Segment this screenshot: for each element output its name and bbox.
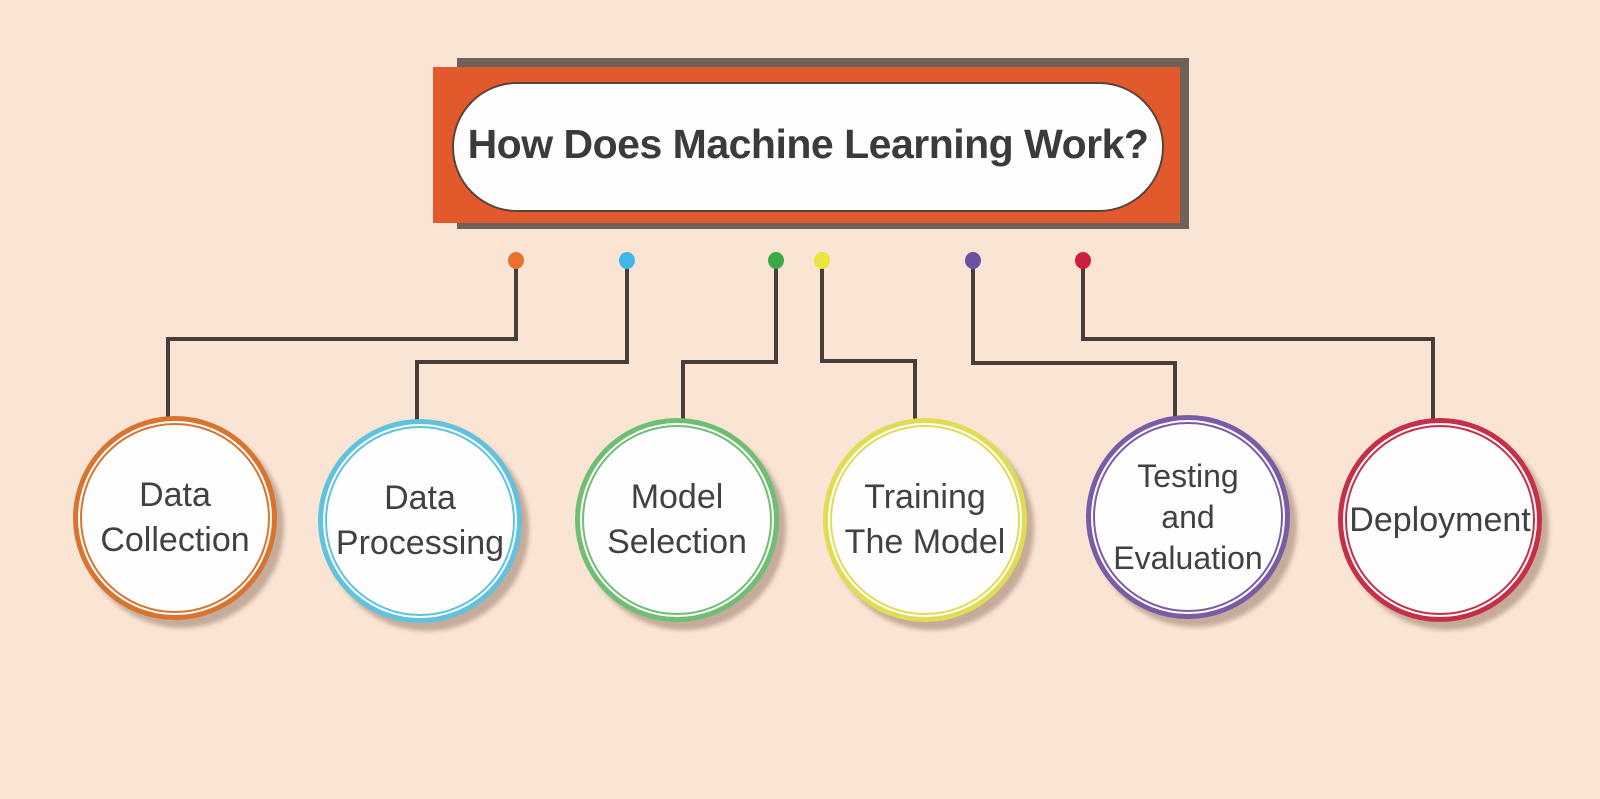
connector-segment	[681, 360, 685, 420]
node-label-line: Model	[630, 478, 724, 516]
connector-segment	[625, 261, 629, 364]
connector-segment	[514, 261, 518, 341]
node-label-line: Testing	[1137, 457, 1239, 494]
connector-segment	[681, 360, 778, 364]
node-label: Data Collection	[100, 473, 249, 563]
node-label: Model Selection	[607, 475, 747, 565]
node-label-line: and	[1161, 498, 1215, 535]
connector-segment	[1431, 337, 1435, 419]
connector-segment	[774, 261, 778, 364]
branch-dot-testing-and-evaluation	[965, 252, 981, 269]
node-label-line: Training	[864, 478, 986, 516]
node-circle-deployment: Deployment	[1338, 418, 1542, 622]
node-circle-testing-and-evaluation: Testing and Evaluation	[1086, 415, 1290, 619]
title-banner: How Does Machine Learning Work?	[433, 67, 1180, 223]
connector-segment	[415, 360, 419, 420]
node-label-line: Data	[384, 479, 456, 517]
connector-segment	[913, 359, 917, 420]
branch-dot-data-collection	[508, 252, 524, 269]
connector-segment	[971, 261, 975, 365]
node-label: Deployment	[1349, 498, 1530, 543]
node-circle-model-selection: Model Selection	[575, 418, 779, 622]
node-circle-training-the-model: Training The Model	[823, 418, 1027, 622]
node-label-line: Selection	[607, 523, 747, 561]
node-label-line: Deployment	[1349, 500, 1531, 539]
node-label: Data Processing	[336, 476, 504, 566]
node-label: Testing and Evaluation	[1113, 456, 1262, 579]
branch-dot-model-selection	[768, 252, 784, 269]
connector-segment	[1081, 337, 1435, 341]
title-pill: How Does Machine Learning Work?	[452, 82, 1164, 212]
node-circle-data-processing: Data Processing	[318, 419, 522, 623]
connector-segment	[415, 360, 629, 364]
connector-segment	[820, 261, 824, 363]
node-label-line: The Model	[844, 523, 1006, 561]
connector-segment	[166, 337, 518, 341]
connector-segment	[971, 361, 1177, 365]
branch-dot-deployment	[1075, 252, 1091, 269]
node-label: Training The Model	[845, 475, 1006, 565]
node-label-line: Data	[139, 476, 211, 514]
connector-segment	[166, 337, 170, 417]
connector-segment	[1081, 261, 1085, 341]
branch-dot-data-processing	[619, 252, 635, 269]
node-label-line: Processing	[335, 524, 505, 562]
node-circle-data-collection: Data Collection	[73, 416, 277, 620]
branch-dot-training-the-model	[814, 252, 830, 269]
page-title: How Does Machine Learning Work?	[467, 120, 1149, 167]
node-label-line: Evaluation	[1113, 539, 1263, 576]
connector-segment	[820, 359, 917, 363]
node-label-line: Collection	[100, 521, 250, 559]
connector-segment	[1173, 361, 1177, 418]
